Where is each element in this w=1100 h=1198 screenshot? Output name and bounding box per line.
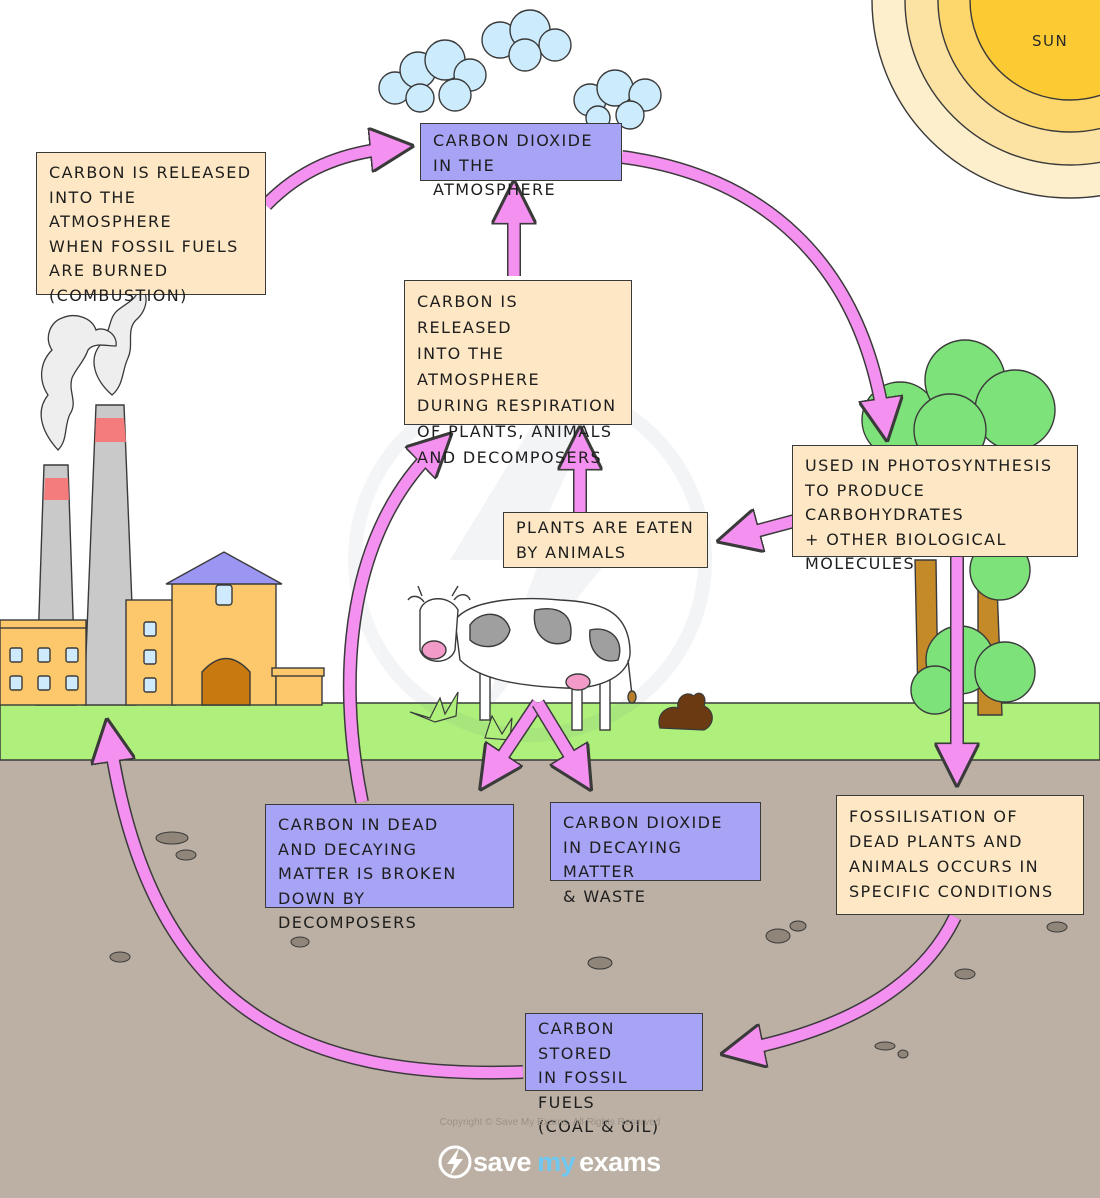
respiration-box: CARBON IS RELEASED INTO THE ATMOSPHERE D… — [404, 280, 632, 467]
cycle-arrows — [110, 148, 957, 1080]
sun-label: SUN — [1032, 32, 1069, 50]
brand-my: my — [537, 1146, 576, 1177]
pebbles — [109, 831, 1068, 1059]
fossilisation-box: FOSSILISATION OF DEAD PLANTS AND ANIMALS… — [836, 795, 1084, 915]
copyright-text: Copyright © Save My Exams. All Rights Re… — [439, 1117, 661, 1128]
photosynthesis-box: USED IN PHOTOSYNTHESIS TO PRODUCE CARBOH… — [792, 445, 1078, 573]
co2-atmosphere-box: CARBON DIOXIDE IN THE ATMOSPHERE — [420, 123, 622, 199]
cloud — [378, 9, 662, 131]
brand-exams: exams — [579, 1146, 661, 1177]
decaying-matter-box: CARBON DIOXIDE IN DECAYING MATTER & WAST… — [550, 802, 761, 906]
sun — [871, 0, 1100, 199]
decomposers-box: CARBON IN DEAD AND DECAYING MATTER IS BR… — [265, 804, 514, 932]
plants-eaten-box: PLANTS ARE EATEN BY ANIMALS — [503, 512, 708, 568]
factory — [0, 551, 325, 706]
cow — [407, 585, 637, 731]
smoke — [40, 283, 147, 451]
fossil-fuels-box: CARBON STORED IN FOSSIL FUELS (COAL & OI… — [525, 1013, 703, 1136]
lightning-bolt-icon — [438, 1145, 472, 1179]
brand-save: save — [473, 1146, 532, 1177]
combustion-box: CARBON IS RELEASED INTO THE ATMOSPHERE W… — [36, 152, 266, 305]
save-my-exams-logo: save my exams — [437, 1142, 661, 1182]
dung — [658, 692, 713, 731]
